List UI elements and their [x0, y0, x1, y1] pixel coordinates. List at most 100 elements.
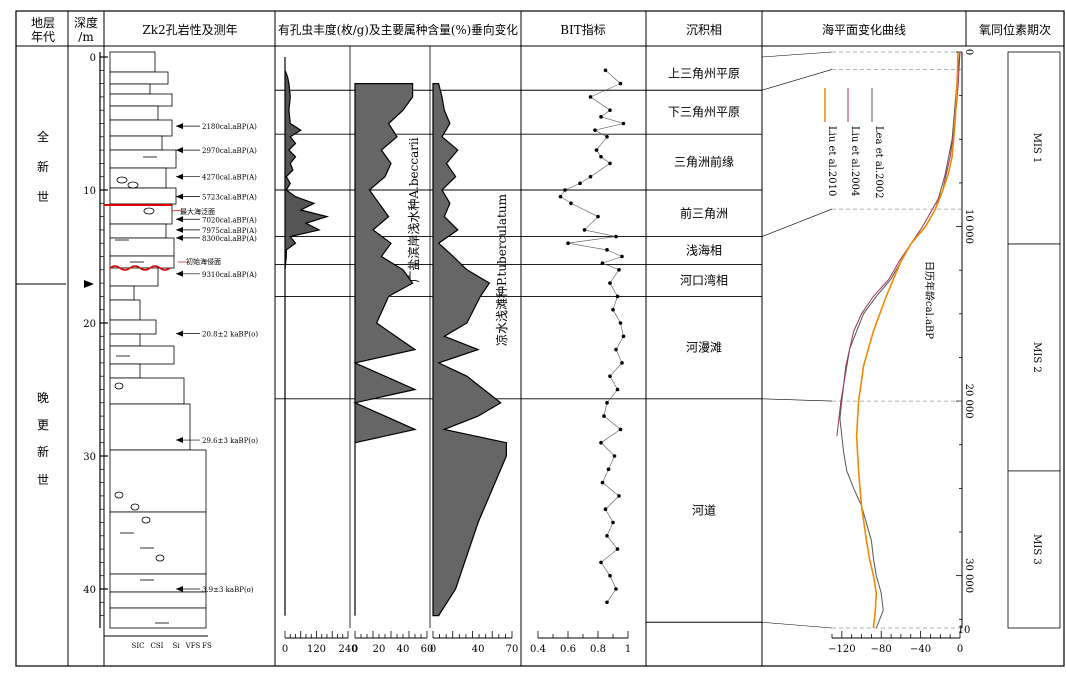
pleistocene-char-1: 晚: [37, 391, 49, 405]
bit-x-tick-label: 1: [625, 644, 631, 655]
date-arrow: [176, 437, 183, 444]
lith-label-vfs: VFS: [185, 642, 201, 650]
bit-point: [608, 161, 612, 166]
correlation-line: [761, 208, 833, 237]
facies-label: 河漫滩: [686, 341, 722, 355]
bit-point: [602, 414, 606, 418]
mis-stage-label: MIS 2: [1031, 342, 1042, 373]
facies-label: 河道: [692, 504, 716, 518]
date-arrow: [176, 193, 183, 200]
date-arrow: [176, 330, 183, 337]
bit-point: [603, 507, 608, 512]
mis-stage-box: [1007, 470, 1061, 629]
bit-point: [605, 600, 609, 605]
bit-point: [605, 248, 609, 252]
bit-point: [599, 154, 603, 159]
initial-transgression-label: 初始海侵面: [186, 257, 221, 266]
depth-tick-label: 0: [90, 53, 96, 64]
bit-point: [600, 261, 605, 265]
bit-point: [594, 148, 599, 152]
bit-point: [608, 573, 612, 578]
mis-stage-box: [1007, 243, 1061, 472]
x-tick-label: 20: [373, 644, 386, 655]
bit-point: [608, 281, 612, 285]
sea-x-tick-label: −120: [828, 644, 855, 655]
profile-area: [353, 82, 417, 616]
x-tick-label: 120: [307, 644, 326, 655]
correlation-line: [761, 621, 833, 629]
x-tick-label: 40: [472, 644, 485, 655]
date-label: 7975cal.aBP(A): [202, 227, 257, 235]
facies-label: 三角洲前缘: [674, 154, 734, 169]
depth-tick-label: 20: [83, 319, 96, 330]
bit-x-tick-label: 0.8: [590, 644, 606, 655]
date-arrow: [176, 147, 183, 154]
age-tick-label: 20 000: [963, 384, 974, 419]
date-arrow: [176, 173, 183, 180]
bit-point: [600, 480, 605, 485]
bit-point: [618, 427, 623, 432]
date-arrow: [176, 226, 183, 233]
bit-point: [620, 254, 624, 259]
date-arrow: [176, 123, 183, 130]
date-label: 3.9±3 kaBP(o): [202, 586, 254, 594]
bit-point: [617, 494, 621, 498]
bit-point: [611, 520, 615, 525]
lith-label-fs: FS: [202, 642, 212, 650]
max-flood-label: 最大海泛面: [180, 207, 215, 216]
bit-x-tick-label: 0.6: [560, 644, 576, 655]
date-arrow: [176, 216, 183, 223]
bit-point: [605, 135, 609, 139]
mis-stage-label: MIS 1: [1031, 133, 1042, 164]
bit-x-tick-label: 0.4: [530, 644, 546, 655]
facies-label: 上三角州平原: [668, 67, 740, 81]
date-label: 4270cal.aBP(A): [202, 174, 257, 182]
outer-frame: [15, 10, 1065, 667]
x-tick-label: 0: [352, 644, 358, 655]
bit-point: [621, 334, 626, 339]
sea-level-curve: [839, 51, 961, 629]
lithology-symbols: [114, 156, 169, 624]
correlation-line: [761, 51, 833, 58]
bit-point: [615, 294, 620, 299]
bit-point: [603, 68, 608, 73]
facies-label: 浅海相: [686, 243, 722, 258]
profile-area: [432, 82, 507, 617]
depth-tick-label: 40: [83, 585, 96, 596]
lithology-axis-labels: SIC CSI Si VFS FS: [132, 642, 212, 650]
holocene-label: 全 新 世: [37, 129, 49, 204]
date-labels: 2180cal.aBP(A)2970cal.aBP(A)4270cal.aBP(…: [176, 123, 258, 594]
x-tick-label: 40: [397, 644, 410, 655]
header-depth-line2: /m: [78, 30, 94, 44]
facies-label: 河口湾相: [680, 272, 728, 287]
bit-point: [563, 188, 567, 192]
header-depth-line1: 深度: [74, 15, 98, 30]
bit-point: [621, 121, 626, 126]
date-arrow: [176, 586, 183, 592]
holocene-char-3: 世: [37, 190, 49, 204]
profile-area: [284, 57, 330, 616]
bit-point: [618, 81, 623, 86]
bit-point: [614, 587, 618, 591]
x-tick-label: 60: [421, 644, 434, 655]
max-flood-leader: [171, 209, 183, 212]
lith-label-si: Si: [172, 642, 180, 650]
legend-text-lea2002: Lea et al.2002: [873, 126, 884, 199]
header-lithology: Zk2孔岩性及测年: [142, 22, 237, 37]
mis-stage-label: MIS 3: [1031, 534, 1042, 565]
sea-level-curve: [855, 51, 959, 629]
date-label: 2970cal.aBP(A): [202, 147, 257, 155]
x-tick-label: 0: [282, 644, 288, 655]
p-tuberculatum-label: 凉水浅滩种P.tuberculatum: [494, 193, 509, 346]
bit-point: [599, 560, 603, 565]
bit-point: [608, 108, 612, 112]
header-mis: 氧同位素期次: [979, 22, 1051, 37]
header-bit: BIT指标: [560, 22, 606, 37]
date-label: 7020cal.aBP(A): [202, 216, 257, 224]
header-facies: 沉积相: [686, 23, 722, 37]
x-tick-label: 70: [506, 644, 519, 655]
header-foraminifera: 有孔虫丰度(枚/g)及主要属种含量(%)垂向变化: [278, 22, 518, 37]
